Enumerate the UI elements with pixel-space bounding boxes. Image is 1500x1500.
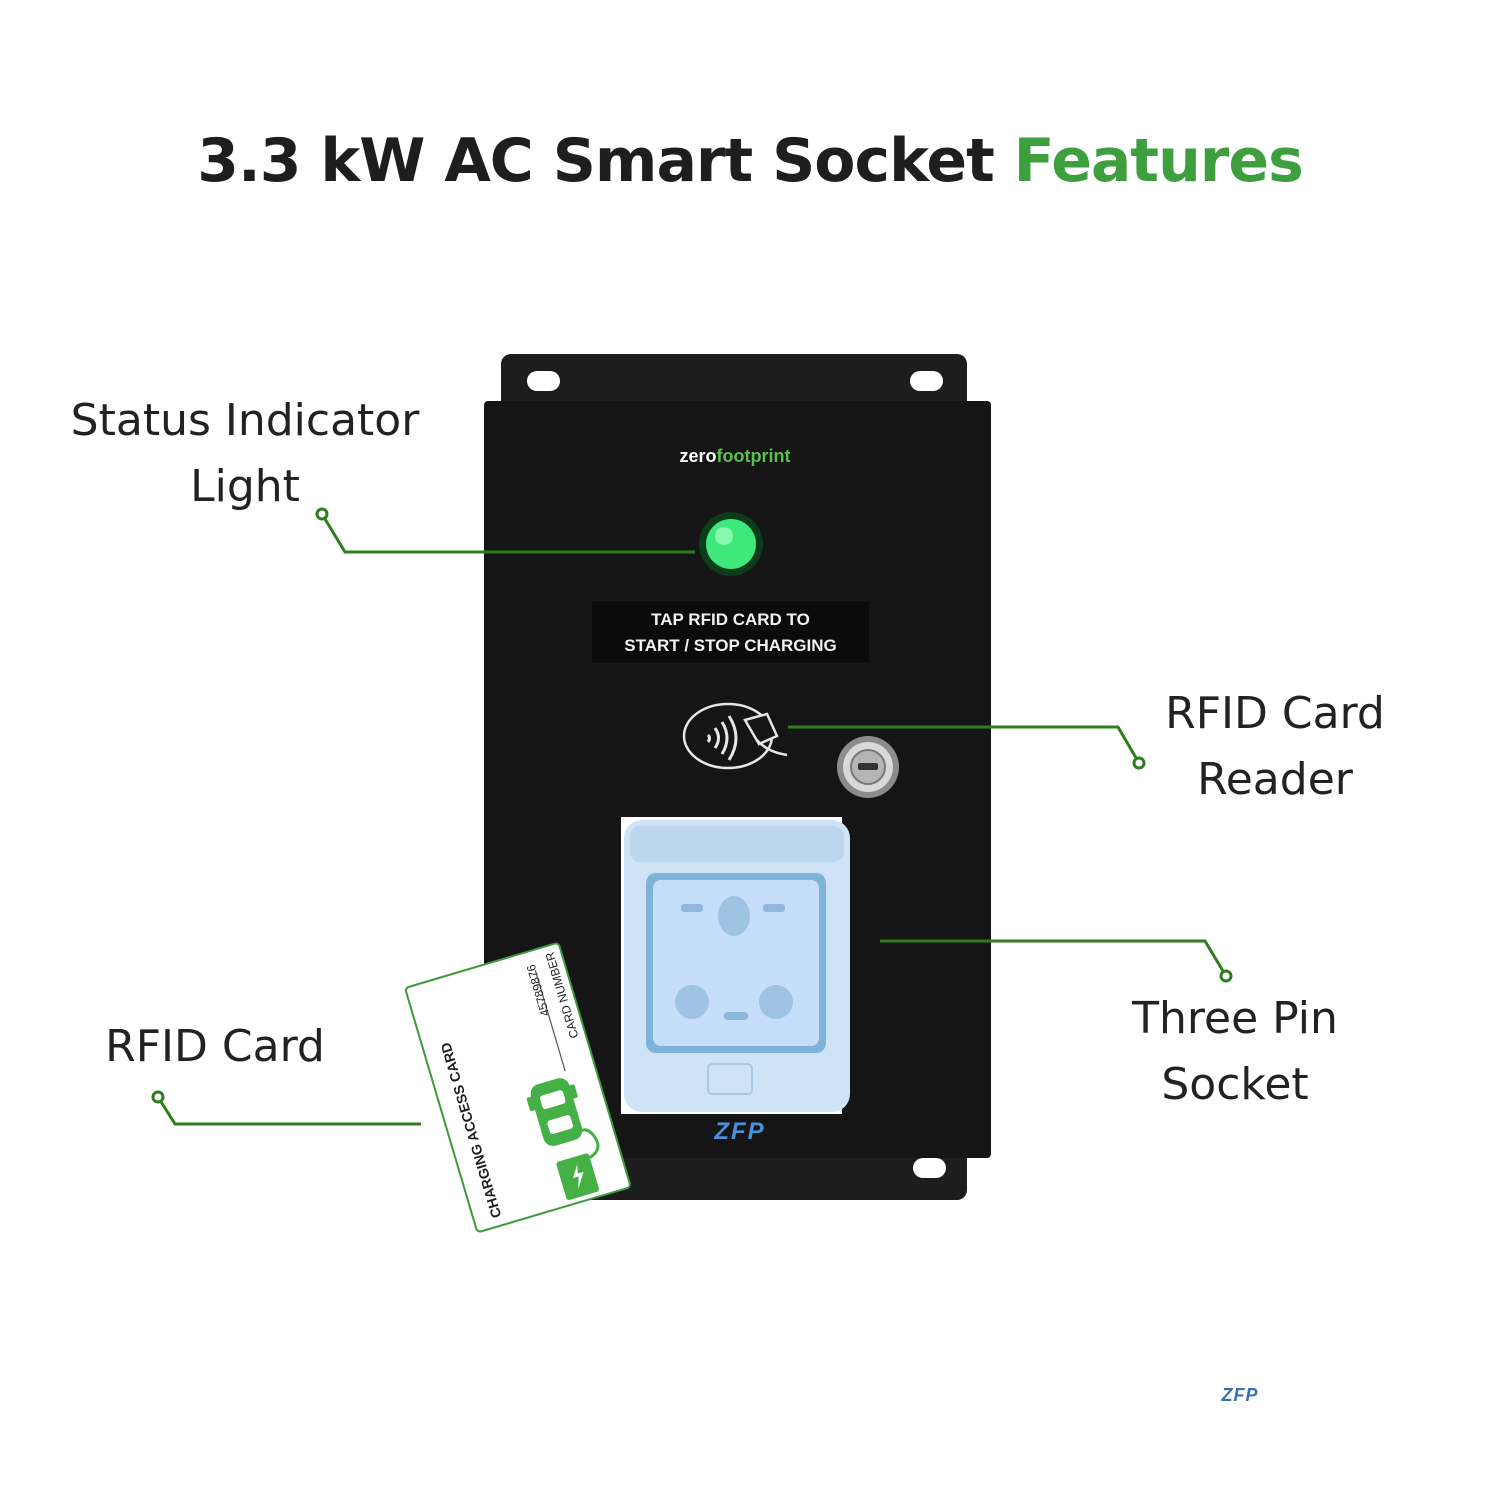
- instruction-line-2: START / STOP CHARGING: [624, 636, 837, 655]
- brand-suffix: footprint: [716, 446, 791, 466]
- label-status-line-1: Status Indicator: [70, 395, 420, 446]
- socket-pin-hole: [675, 985, 709, 1019]
- status-indicator-light: [706, 519, 756, 569]
- label-status-line-2: Light: [190, 461, 300, 512]
- label-status-indicator: Status Indicator Light: [30, 388, 460, 520]
- callout-dot-socket: [1219, 969, 1233, 983]
- charging-station-icon: [556, 1128, 600, 1200]
- socket-pin-hole: [759, 985, 793, 1019]
- mounting-hole-top-right: [910, 371, 943, 391]
- label-rfid-card: RFID Card: [105, 1021, 325, 1072]
- label-socket-line-1: Three Pin: [1132, 993, 1338, 1044]
- instruction-line-1: TAP RFID CARD TO: [651, 610, 810, 629]
- brand-logo: zerofootprint: [640, 446, 830, 467]
- socket-slot: [724, 1012, 748, 1020]
- mounting-hole-bottom-right: [913, 1158, 946, 1178]
- car-icon: [526, 1078, 583, 1147]
- label-socket-line-2: Socket: [1161, 1059, 1309, 1110]
- callout-dot-card: [151, 1090, 165, 1104]
- socket-pin-hole: [718, 896, 750, 936]
- instruction-label: TAP RFID CARD TO START / STOP CHARGING: [592, 601, 869, 663]
- callout-dot-status: [315, 507, 329, 521]
- callout-reader-line: [788, 725, 1141, 764]
- watermark-logo: ZFP: [1221, 1385, 1259, 1405]
- label-three-pin-socket: Three Pin Socket: [1100, 986, 1370, 1118]
- page-title: 3.3 kW AC Smart Socket Features: [0, 126, 1500, 196]
- panel-logo: ZFP: [714, 1118, 766, 1145]
- socket-slot: [763, 904, 785, 912]
- rfid-card: [404, 942, 631, 1233]
- callout-dot-reader: [1132, 756, 1146, 770]
- label-reader-line-2: Reader: [1197, 754, 1353, 805]
- brand-prefix: zero: [679, 446, 717, 466]
- callout-socket-line: [880, 939, 1228, 977]
- label-reader-line-1: RFID Card: [1165, 688, 1385, 739]
- mounting-hole-top-left: [527, 371, 560, 391]
- front-panel: [484, 401, 991, 1158]
- title-accent: Features: [1013, 126, 1304, 196]
- key-lock-icon: [837, 736, 899, 798]
- callout-lines: [156, 513, 1228, 1126]
- title-main: 3.3 kW AC Smart Socket: [197, 126, 995, 196]
- contactless-icon: [682, 702, 788, 770]
- label-rfid-reader: RFID Card Reader: [1130, 681, 1420, 813]
- callout-card-line: [156, 1096, 421, 1126]
- socket-slot: [681, 904, 703, 912]
- callout-status-line: [320, 513, 695, 554]
